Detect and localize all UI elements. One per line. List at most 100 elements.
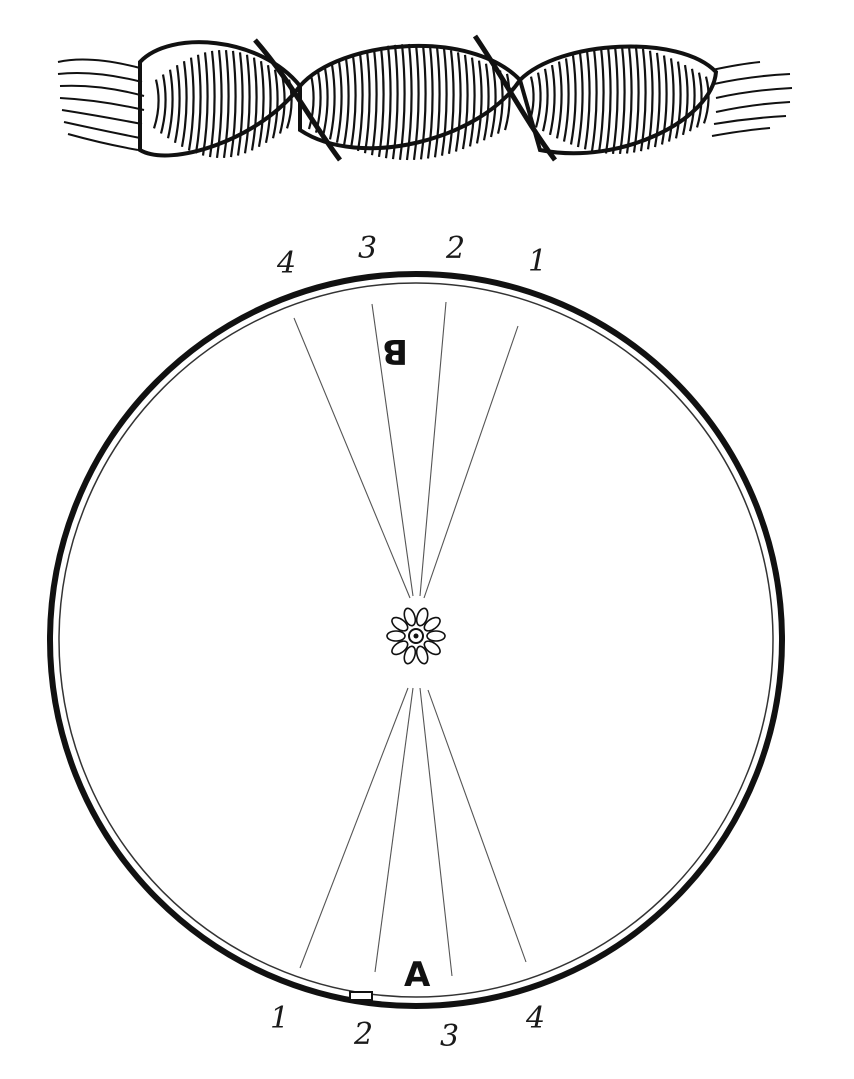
rope-fiber-stroke <box>618 45 626 155</box>
rim-joint-mark <box>349 991 373 1001</box>
rope-fiber-stroke <box>173 65 181 144</box>
rope-fiber-stroke <box>468 57 476 147</box>
rope-fiber-stroke <box>590 48 598 152</box>
rope-fiber-stroke <box>391 44 399 160</box>
wheel-spokes <box>293 301 527 977</box>
rope-fiber-stroke <box>702 76 710 124</box>
rope-hatching <box>152 43 710 161</box>
rope-fiber-stroke <box>152 79 160 129</box>
rope-fiber-stroke <box>447 50 455 154</box>
rope-fiber-stroke <box>503 73 511 131</box>
rope-fiber-stroke <box>433 46 441 158</box>
rope-fiber-stroke <box>604 46 612 154</box>
rope-fiber-stroke <box>611 45 619 155</box>
rope-fiber-stroke <box>646 50 654 150</box>
rope-fiber-stroke <box>250 57 258 151</box>
rosette-petal <box>423 640 441 656</box>
rope-fiber-stroke <box>257 61 265 148</box>
wheel-spoke <box>371 303 414 597</box>
rosette-petal <box>426 630 446 642</box>
rope-fiber-stroke <box>660 55 668 145</box>
rope-fiber-stroke <box>222 49 230 159</box>
rosette-petals <box>386 607 446 665</box>
rope-fiber-stroke <box>180 61 188 148</box>
rope-fiber-stroke <box>562 58 570 142</box>
rope-fiber-stroke <box>307 74 315 130</box>
rope-frayed-ends <box>57 58 793 151</box>
rope-fiber-stroke <box>667 58 675 142</box>
rope-fiber-stroke <box>342 58 350 146</box>
wheel-rim-inner <box>58 282 774 998</box>
rope-fiber-stroke <box>461 54 469 150</box>
rope-fiber-stroke <box>208 50 216 158</box>
rope-fiber-stroke <box>377 46 385 158</box>
rope-fiber-stroke <box>349 55 357 149</box>
top-label: 1 <box>528 244 547 279</box>
rosette-petal <box>391 640 409 656</box>
rope-fiber-stroke <box>363 50 371 154</box>
wheel-spoke <box>419 301 447 597</box>
hub-center-dot <box>413 633 419 639</box>
rope-fiber-stroke <box>597 47 605 153</box>
rope-fiber-stroke <box>625 46 633 154</box>
rope-fiber-stroke <box>541 68 549 132</box>
rope-fiber-stroke <box>489 66 497 138</box>
rope-fiber-stroke <box>201 52 209 156</box>
rope-fiber-stroke <box>653 52 661 148</box>
rope-fiber-stroke <box>419 44 427 160</box>
rope-fiber-stroke <box>328 64 336 140</box>
rope-fiber-stroke <box>695 72 703 128</box>
bottom-label: 2 <box>353 1017 373 1052</box>
rope-fiber-stroke <box>482 63 490 141</box>
rosette-petal <box>415 645 429 665</box>
top-label: 3 <box>358 231 377 266</box>
rope-fiber-stroke <box>166 69 174 139</box>
rope-fiber-stroke <box>264 65 272 144</box>
rope-fiber-stroke <box>370 48 378 156</box>
rope-fiber-stroke <box>321 67 329 137</box>
rope-fiber-stroke <box>215 49 223 159</box>
bottom-label: 4 <box>525 1001 545 1036</box>
rope-fiber-stroke <box>187 57 195 151</box>
rope-fiber-stroke <box>440 48 448 156</box>
rope-fiber-stroke <box>548 64 556 136</box>
rosette-petal <box>403 607 417 627</box>
rope-fiber-stroke <box>534 72 542 128</box>
wheel-spoke <box>423 325 519 599</box>
rope-fiber-stroke <box>356 52 364 152</box>
wheel-spoke <box>293 317 411 599</box>
rope-fiber-stroke <box>681 64 689 136</box>
rope-fiber-stroke <box>475 60 483 144</box>
top-label: 4 <box>276 246 296 281</box>
wheel <box>47 271 785 1009</box>
rosette-petal <box>391 616 409 632</box>
rope-fiber-stroke <box>159 74 167 134</box>
rope-fiber-stroke <box>243 54 251 154</box>
rope-fiber-stroke <box>384 45 392 159</box>
rope-fiber-stroke <box>454 52 462 152</box>
bottom-spoke-labels: 1 2 3 4 <box>270 1001 545 1054</box>
bottom-label: 3 <box>440 1019 459 1054</box>
point-label-b: B <box>382 331 408 371</box>
rope-fiber-stroke <box>398 44 406 160</box>
rope-fiber-stroke <box>688 68 696 132</box>
twisted-rope-illustration <box>57 34 793 162</box>
rope-fiber-stroke <box>426 45 434 159</box>
rope-fiber-stroke <box>236 52 244 156</box>
top-spoke-labels: 4 3 2 1 <box>276 231 547 281</box>
rope-fiber-stroke <box>405 43 413 161</box>
bottom-label: 1 <box>270 1001 289 1036</box>
rope-fiber-stroke <box>555 61 563 139</box>
rosette-petal <box>386 630 406 642</box>
rope-fiber-stroke <box>412 43 420 161</box>
rope-fiber-stroke <box>229 50 237 158</box>
rope-fiber-stroke <box>576 52 584 148</box>
wheel-spoke <box>427 689 527 963</box>
wheel-spoke <box>374 687 414 973</box>
wheel-spoke <box>299 687 409 969</box>
point-label-a: A <box>404 955 431 995</box>
wheel-rim-outer <box>47 271 785 1009</box>
rope-fiber-stroke <box>335 61 343 143</box>
rope-fiber-stroke <box>583 50 591 150</box>
